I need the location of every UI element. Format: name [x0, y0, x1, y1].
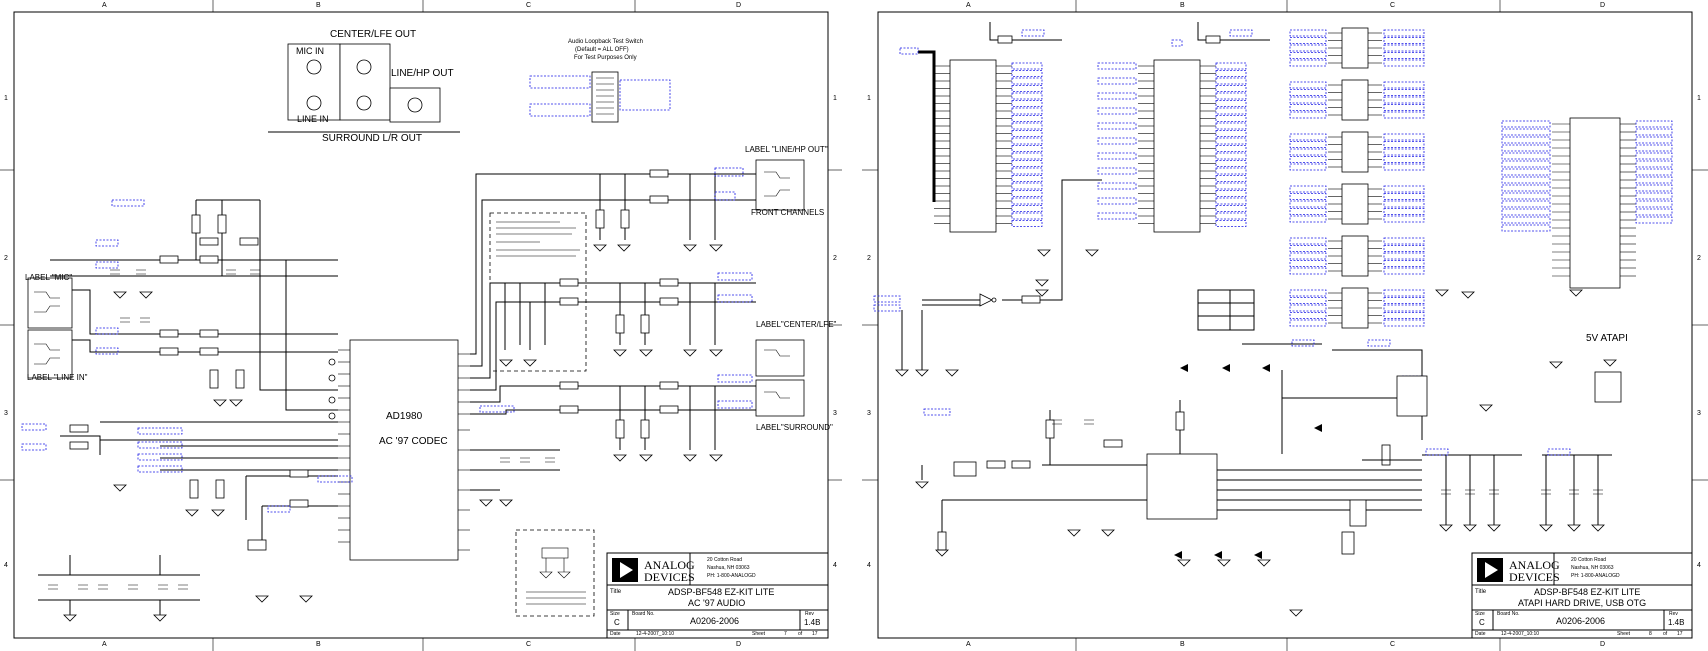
zone-label-c-bottom: C	[526, 641, 532, 648]
company-logo-text-1: ANALOG	[644, 558, 695, 572]
codec-chip-description: AC '97 CODEC	[379, 436, 448, 447]
sheet-number: 8	[1649, 631, 1652, 637]
connector-surround-label: SURROUND L/R OUT	[322, 133, 423, 144]
zone-label-d: D	[1600, 2, 1606, 9]
zone-label-c: C	[1390, 2, 1396, 9]
zone-label-a-bottom: A	[966, 641, 971, 648]
row-label-4: 4	[867, 562, 871, 569]
size-value: C	[1479, 618, 1485, 627]
schematic-sheet-audio: A B C D A B C D 1 2 3 4 1 2 3 4 CENTER/L…	[0, 0, 842, 651]
row-label-3-right: 3	[833, 410, 837, 417]
schematic-sheet-atapi-usb: A B C D A B C D 1 2 3 4 1 2 3 4 5V ATAPI…	[862, 0, 1708, 651]
date-value: 12-4-2007_10:10	[1501, 631, 1540, 637]
date-value: 12-4-2007_10:10	[636, 631, 675, 637]
company-logo-text-1: ANALOG	[1509, 558, 1560, 572]
sheet-field-label: Sheet	[752, 631, 766, 637]
sheet-number: 7	[784, 631, 787, 637]
rev-field-label: Rev	[1669, 611, 1678, 617]
codec-chip-name: AD1980	[386, 411, 423, 422]
company-logo-text-2: DEVICES	[1509, 570, 1560, 584]
sheet-field-label: Sheet	[1617, 631, 1631, 637]
zone-label-b: B	[316, 2, 321, 9]
switch-note-line-1: Audio Loopback Test Switch	[568, 39, 643, 45]
schematic-drawing-audio	[0, 0, 842, 651]
zone-label-c: C	[526, 2, 532, 9]
title-line-1: ADSP-BF548 EZ-KIT LITE	[668, 587, 775, 597]
zone-label-c-bottom: C	[1390, 641, 1396, 648]
row-label-2: 2	[4, 255, 8, 262]
sheet-of-label: of	[798, 631, 803, 637]
title-line-2: ATAPI HARD DRIVE, USB OTG	[1518, 598, 1647, 608]
label-center-lfe: LABEL"CENTER/LFE"	[756, 320, 837, 329]
row-label-4-right: 4	[1697, 562, 1701, 569]
five-v-atapi-label: 5V ATAPI	[1586, 333, 1628, 344]
title-field-label: Title	[1475, 589, 1487, 595]
size-value: C	[614, 618, 620, 627]
company-address-3: PH: 1-800-ANALOGD	[1571, 573, 1620, 579]
zone-label-a: A	[102, 2, 107, 9]
row-label-1: 1	[4, 95, 8, 102]
sheet-of-label: of	[1663, 631, 1668, 637]
title-line-1: ADSP-BF548 EZ-KIT LITE	[1534, 587, 1641, 597]
zone-label-b-bottom: B	[316, 641, 321, 648]
company-address-1: 20 Cotton Road	[1571, 557, 1607, 563]
front-channels-label: FRONT CHANNELS	[751, 208, 825, 217]
company-logo-text-2: DEVICES	[644, 570, 695, 584]
zone-label-d-bottom: D	[736, 641, 742, 648]
date-field-label: Date	[1475, 631, 1486, 637]
switch-note-line-2: (Default = ALL OFF)	[575, 47, 629, 53]
row-label-3: 3	[867, 410, 871, 417]
label-mic: LABEL "MIC"	[25, 273, 73, 282]
title-field-label: Title	[610, 589, 622, 595]
row-label-1-right: 1	[833, 95, 837, 102]
switch-note-line-3: For Test Purposes Only	[574, 55, 637, 61]
zone-label-a-bottom: A	[102, 641, 107, 648]
connector-line-hp-out-label: LINE/HP OUT	[391, 68, 454, 79]
connector-line-in-label: LINE IN	[297, 114, 329, 124]
row-label-3-right: 3	[1697, 410, 1701, 417]
connector-mic-in-label: MIC IN	[296, 46, 324, 56]
sheet-total: 17	[1677, 631, 1683, 637]
company-address-2: Nashua, NH 03063	[1571, 565, 1614, 571]
zone-label-b-bottom: B	[1180, 641, 1185, 648]
title-line-2: AC '97 AUDIO	[688, 598, 746, 608]
row-label-3: 3	[4, 410, 8, 417]
label-line-in: LABEL "LINE IN"	[27, 373, 88, 382]
date-field-label: Date	[610, 631, 621, 637]
rev-field-label: Rev	[805, 611, 814, 617]
company-address-2: Nashua, NH 03063	[707, 565, 750, 571]
zone-label-d: D	[736, 2, 742, 9]
schematic-drawing-atapi-usb	[862, 0, 1708, 651]
size-field-label: Size	[1475, 611, 1485, 617]
sheet-total: 17	[812, 631, 818, 637]
row-label-1: 1	[867, 95, 871, 102]
row-label-4-right: 4	[833, 562, 837, 569]
zone-label-b: B	[1180, 2, 1185, 9]
row-label-4: 4	[4, 562, 8, 569]
label-line-hp-out: LABEL "LINE/HP OUT"	[745, 145, 828, 154]
board-number: A0206-2006	[1556, 616, 1606, 626]
board-number: A0206-2006	[690, 616, 740, 626]
board-field-label: Board No.	[632, 611, 655, 617]
zone-label-a: A	[966, 2, 971, 9]
label-surround: LABEL"SURROUND"	[756, 423, 833, 432]
row-label-2-right: 2	[1697, 255, 1701, 262]
company-address-3: PH: 1-800-ANALOGD	[707, 573, 756, 579]
row-label-2: 2	[867, 255, 871, 262]
rev-value: 1.4B	[1668, 618, 1685, 627]
company-address-1: 20 Cotton Road	[707, 557, 743, 563]
zone-label-d-bottom: D	[1600, 641, 1606, 648]
row-label-2-right: 2	[833, 255, 837, 262]
row-label-1-right: 1	[1697, 95, 1701, 102]
rev-value: 1.4B	[804, 618, 821, 627]
size-field-label: Size	[610, 611, 620, 617]
board-field-label: Board No.	[1497, 611, 1520, 617]
connector-center-lfe-label: CENTER/LFE OUT	[330, 29, 417, 40]
